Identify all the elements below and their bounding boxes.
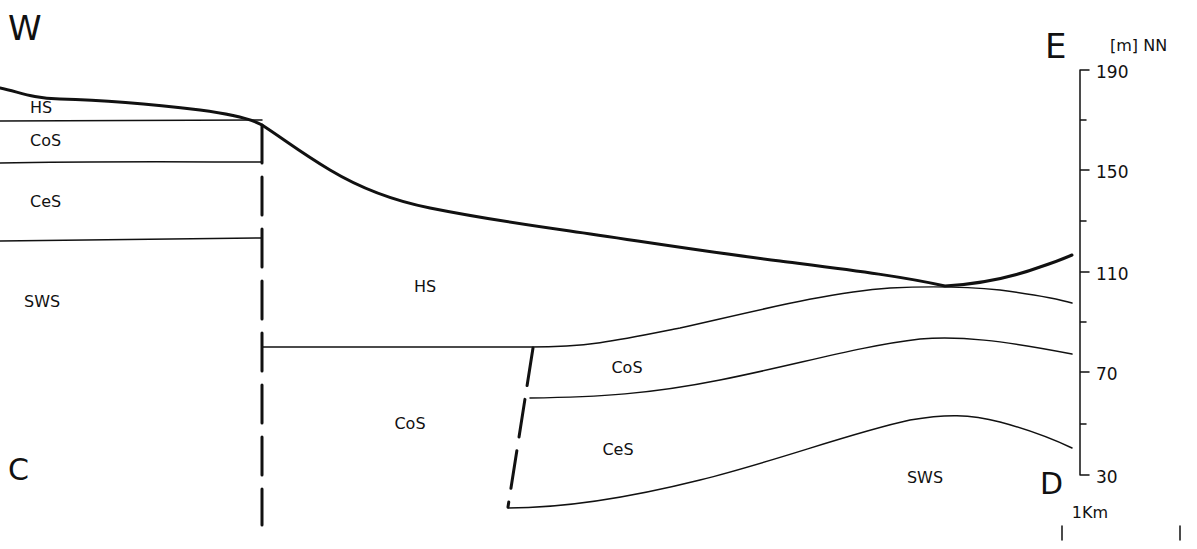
- axis-tick-label: 190: [1096, 64, 1128, 81]
- layer-label: SWS: [24, 294, 60, 310]
- axis-tick-label: 150: [1096, 164, 1128, 181]
- compass-direction: E: [1045, 29, 1066, 63]
- axis-tick-label: 110: [1096, 266, 1128, 283]
- layer-label: CoS: [30, 133, 61, 149]
- layer-boundary: [0, 162, 262, 163]
- ground-surface: [0, 88, 1072, 286]
- layer-boundary: [508, 416, 1072, 508]
- section-end-label: C: [8, 455, 29, 485]
- axis-tick-label: 70: [1096, 366, 1118, 383]
- fault-line: [261, 125, 264, 525]
- elevation-axis: [1080, 70, 1089, 475]
- layer-label: CoS: [611, 360, 642, 376]
- scale-bar: [1062, 526, 1180, 540]
- axis-unit: [m] NN: [1110, 38, 1167, 54]
- compass-direction: W: [8, 11, 42, 45]
- axis-tick-label: 30: [1096, 469, 1118, 486]
- layer-boundary: [530, 338, 1072, 398]
- section-end-label: D: [1040, 469, 1063, 499]
- layer-boundary: [0, 238, 262, 241]
- layer-label: CeS: [602, 442, 633, 458]
- layer-label: HS: [30, 100, 52, 116]
- layer-label: HS: [414, 279, 436, 295]
- layer-label: CoS: [394, 416, 425, 432]
- layer-label: SWS: [907, 470, 943, 486]
- layer-boundary: [0, 120, 262, 121]
- layer-label: CeS: [30, 194, 61, 210]
- fault-line: [508, 348, 533, 507]
- scale-label: 1Km: [1072, 505, 1108, 521]
